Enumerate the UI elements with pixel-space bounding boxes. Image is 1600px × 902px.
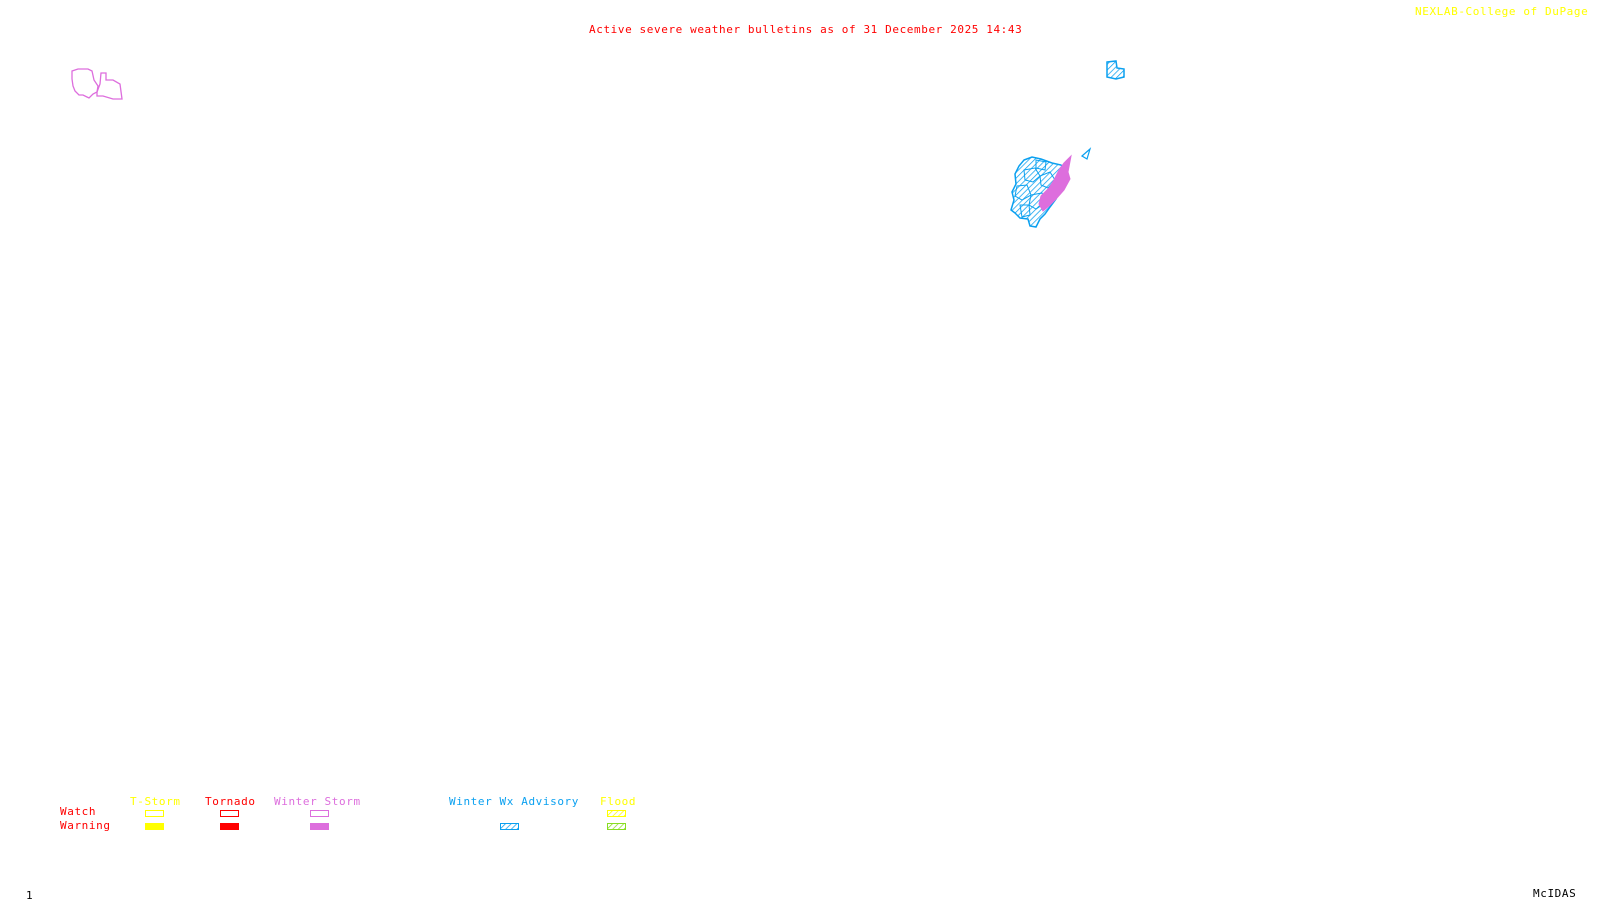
winter-wx-advisory-northeast	[1010, 147, 1092, 228]
legend-tornado-label: Tornado	[205, 795, 256, 808]
winter-storm-watch-west	[71, 68, 123, 100]
page-title: Active severe weather bulletins as of 31…	[589, 23, 1023, 36]
legend-winter-advisory-warning-swatch	[499, 822, 519, 830]
legend-winter-advisory-label: Winter Wx Advisory	[449, 795, 580, 808]
credit-label: NEXLAB-College of DuPage	[1415, 5, 1589, 18]
legend-tstorm-label: T-Storm	[130, 795, 181, 808]
legend-winter-storm-warning-swatch	[310, 823, 329, 830]
legend-tstorm-warning-swatch	[145, 823, 164, 830]
legend-flood-watch-swatch	[606, 809, 626, 817]
legend-row-warning: Warning	[60, 819, 111, 832]
legend-row-watch: Watch	[60, 805, 97, 818]
winter-wx-advisory-small	[1106, 60, 1125, 80]
legend-flood-warning-swatch	[606, 822, 626, 830]
legend-winter-storm-label: Winter Storm	[274, 795, 361, 808]
legend-tstorm-watch-swatch	[145, 810, 164, 817]
legend-flood-label: Flood	[600, 795, 637, 808]
software-label: McIDAS	[1533, 887, 1577, 900]
legend-winter-storm-watch-swatch	[310, 810, 329, 817]
frame-number: 1	[26, 889, 34, 902]
legend-tornado-watch-swatch	[220, 810, 239, 817]
legend-tornado-warning-swatch	[220, 823, 239, 830]
